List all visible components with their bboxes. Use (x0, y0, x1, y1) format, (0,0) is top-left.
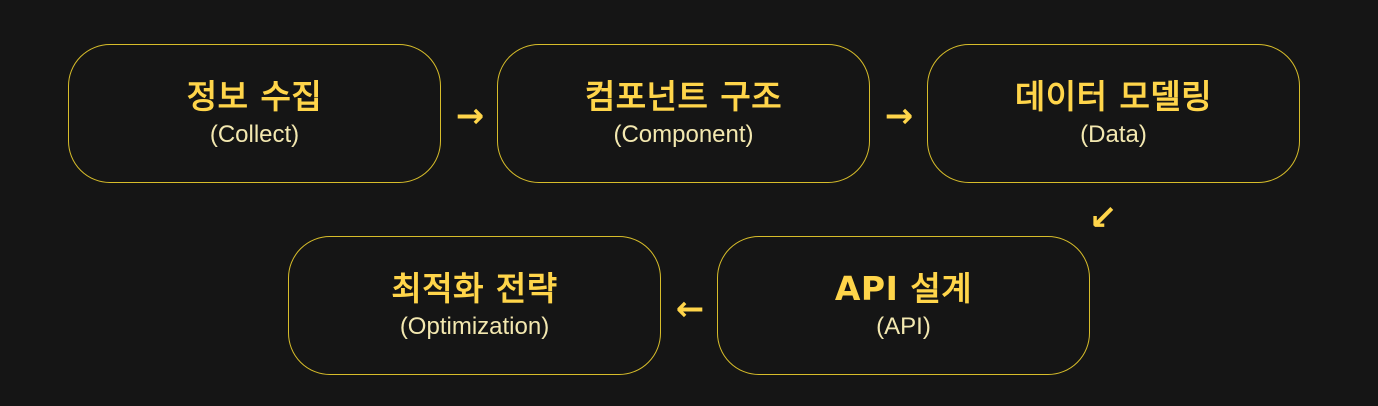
node-component: 컴포넌트 구조 (Component) (497, 44, 870, 183)
arrow-right-icon: → (455, 96, 485, 136)
arrow-right-icon: → (884, 96, 914, 136)
node-subtitle: (Optimization) (399, 313, 550, 340)
arrow-left-icon: ← (675, 289, 705, 329)
node-api: API 설계 (API) (717, 236, 1090, 375)
node-title: API 설계 (834, 269, 973, 308)
node-title: 정보 수집 (186, 77, 323, 116)
node-subtitle: (Collect) (209, 121, 300, 148)
node-data: 데이터 모델링 (Data) (927, 44, 1300, 183)
node-subtitle: (Component) (613, 121, 754, 148)
node-subtitle: (API) (876, 313, 931, 340)
node-subtitle: (Data) (1080, 121, 1147, 148)
node-title: 데이터 모델링 (1014, 77, 1213, 116)
node-title: 컴포넌트 구조 (584, 77, 783, 116)
arrow-down-left-icon: ↙ (1088, 198, 1118, 238)
node-optimization: 최적화 전략 (Optimization) (288, 236, 661, 375)
node-collect: 정보 수집 (Collect) (68, 44, 441, 183)
node-title: 최적화 전략 (391, 269, 558, 308)
